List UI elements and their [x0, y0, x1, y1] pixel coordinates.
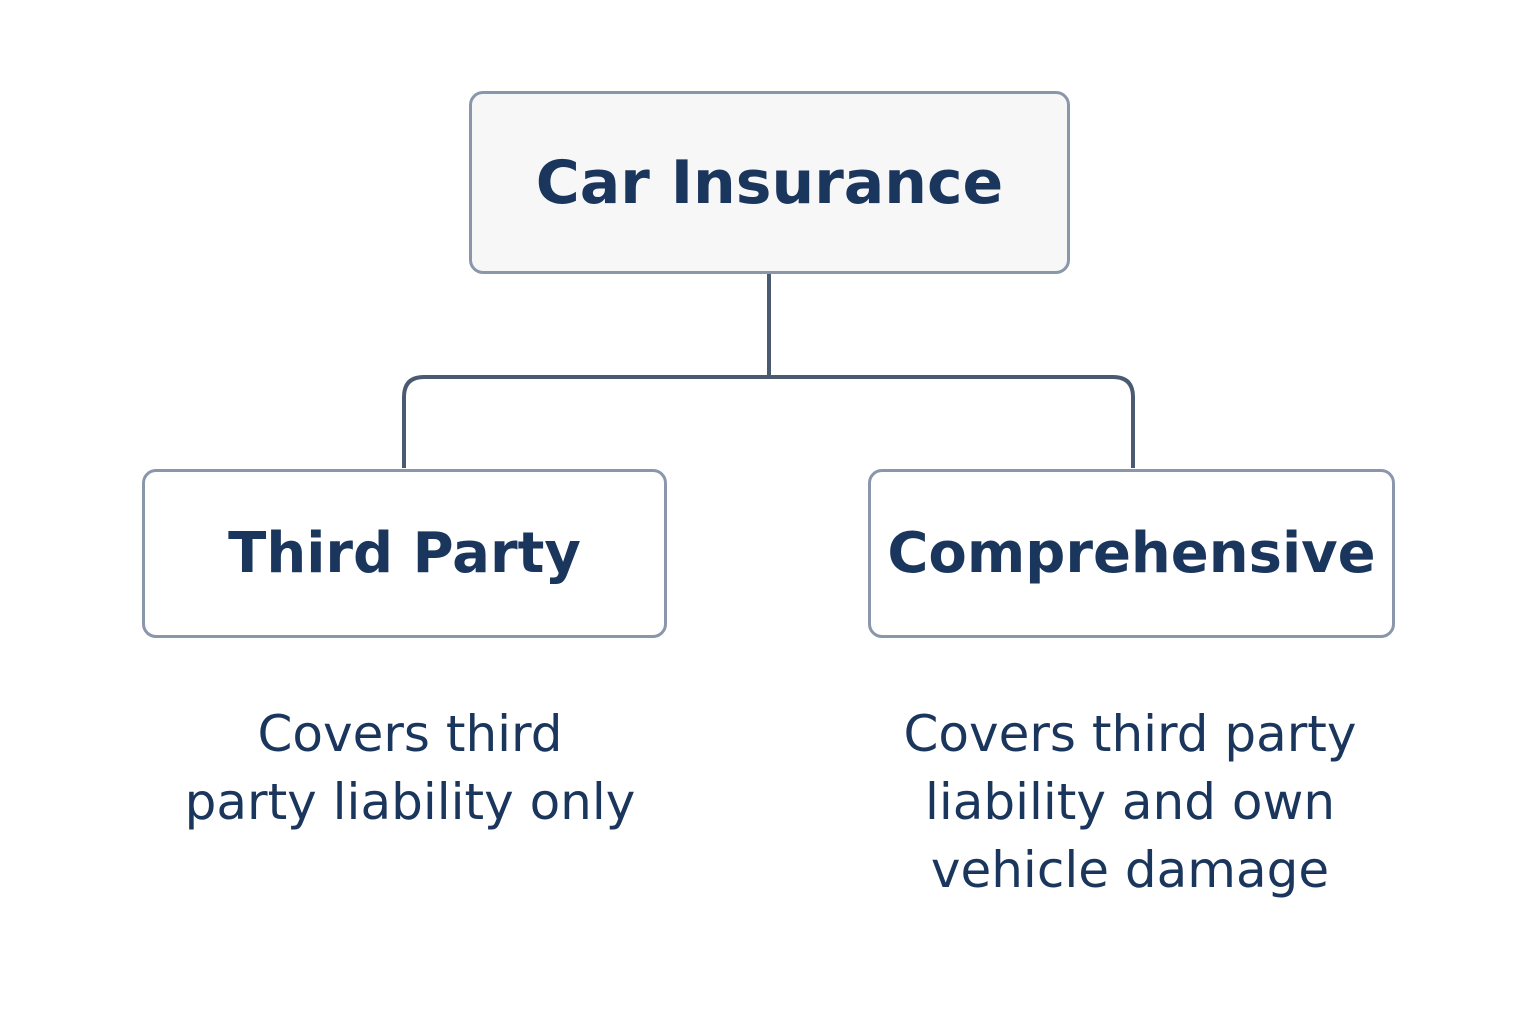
third-party-description-line: party liability only — [184, 773, 636, 831]
comprehensive-description: Covers third party liability and own veh… — [870, 700, 1390, 904]
third-party-description: Covers third party liability only — [150, 700, 670, 836]
comprehensive-description-line: liability and own — [924, 773, 1336, 831]
comprehensive-description-line: vehicle damage — [930, 841, 1330, 899]
comprehensive-label: Comprehensive — [887, 521, 1376, 586]
comprehensive-description-line: Covers third party — [903, 705, 1357, 763]
root-node-car-insurance: Car Insurance — [469, 91, 1070, 274]
branch-connector — [402, 375, 1135, 468]
root-node-label: Car Insurance — [535, 147, 1004, 218]
third-party-label: Third Party — [228, 521, 581, 586]
third-party-description-line: Covers third — [257, 705, 563, 763]
child-node-third-party: Third Party — [142, 469, 667, 638]
child-node-comprehensive: Comprehensive — [868, 469, 1395, 638]
